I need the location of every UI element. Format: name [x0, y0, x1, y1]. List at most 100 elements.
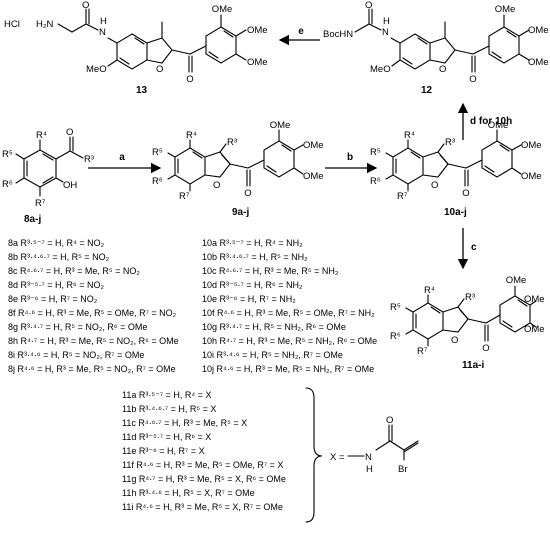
c12-meo: MeO	[370, 64, 391, 75]
c12-ome-top: OMe	[495, 4, 516, 15]
c8-r3: R³	[84, 154, 94, 165]
compound-13-structure	[57, 8, 247, 73]
c11-ome-top: OMe	[506, 275, 527, 286]
c13-nh-n: N	[99, 27, 106, 38]
list11-item: 11a R³·⁵⁻⁷ = H, R⁴ = X	[122, 390, 211, 400]
list8-item: 8i R³·⁴·⁶ = H, R⁵ = NO₂, R⁷ = OMe	[8, 350, 144, 360]
c13-carbonyl-o: O	[186, 74, 193, 85]
list11-item: 11g R⁴·⁷ = H, R³ = Me, R⁵ = X, R⁶ = OMe	[122, 474, 286, 484]
c10-r4: R⁴	[404, 130, 415, 141]
compound-13-label: 13	[136, 85, 148, 96]
list8-item: 8j R⁴·⁶ = H, R³ = Me, R⁵ = NO₂, R⁷ = OMe	[8, 364, 176, 374]
list11-item: 11d R³⁻⁵·⁷ = H, R⁶ = X	[122, 432, 211, 442]
c12-bochn: BocHN	[323, 29, 353, 40]
list11-item: 11h R³·⁴·⁶ = H, R⁵ = X, R⁷ = OMe	[122, 488, 255, 498]
c12-ome-bottom: OMe	[528, 57, 549, 68]
list11-item: 11e R³⁻⁶ = H, R⁷ = X	[122, 446, 205, 456]
c12-nh-h: H	[383, 16, 390, 27]
c13-amide-o: O	[82, 0, 89, 11]
list-11-substituents: 11a R³·⁵⁻⁷ = H, R⁴ = X 11b R³·⁴·⁶·⁷ = H,…	[122, 390, 286, 512]
compound-8-label: 8a-j	[24, 214, 41, 225]
c10-carbonyl-o: O	[462, 188, 469, 199]
c9-r3: R³	[227, 137, 237, 148]
c11-r6: R⁶	[390, 331, 401, 342]
c11-r3: R³	[465, 292, 475, 303]
compound-11-label: 11a-i	[462, 360, 484, 371]
c9-r7: R⁷	[179, 191, 190, 202]
c8-r5: R⁵	[2, 149, 13, 160]
c11-ring-o: O	[451, 335, 458, 346]
reagent-c: c	[471, 242, 477, 253]
list10-item: 10j R⁴·⁶ = H, R³ = Me, R⁵ = NH₂, R⁷ = OM…	[202, 364, 374, 374]
compound-8-structure	[15, 136, 84, 197]
list8-item: 8f R⁴·⁶ = H, R³ = Me, R⁵ = OMe, R⁷ = NO₂	[8, 308, 177, 318]
c10-ring-o: O	[431, 180, 438, 191]
c12-amide-o: O	[365, 0, 372, 11]
c9-carbonyl-o: O	[244, 188, 251, 199]
list10-item: 10c R⁴·⁶·⁷ = H, R³ = Me, R⁵ = NH₂	[202, 266, 339, 276]
list8-item: 8c R⁴·⁶·⁷ = H, R³ = Me, R⁵ = NO₂	[8, 266, 140, 276]
c9-ome-right: OMe	[303, 140, 324, 151]
list8-item: 8d R³⁻⁵·⁷ = H, R⁶ = NO₂	[8, 280, 104, 290]
c9-r4: R⁴	[186, 130, 197, 141]
c13-nh-h: H	[100, 16, 107, 27]
c10-r5: R⁵	[370, 147, 381, 158]
c10-ome-right: OMe	[521, 140, 542, 151]
c13-meo: MeO	[86, 64, 107, 75]
c9-r5: R⁵	[152, 147, 163, 158]
c9-r6: R⁶	[152, 176, 163, 187]
list11-item: 11i R⁴·⁶ = H, R³ = Me, R⁵ = X, R⁷ = OMe	[122, 502, 283, 512]
c10-ome-bottom: OMe	[521, 171, 542, 182]
list10-item: 10b R³·⁴·⁶·⁷ = H, R⁵ = NH₂	[202, 252, 308, 262]
reagent-d: d for 10h	[470, 116, 512, 127]
x-nh-h: H	[366, 464, 373, 475]
list11-item: 11b R³·⁴·⁶·⁷ = H, R⁵ = X	[122, 404, 216, 414]
x-acrylamide-structure	[347, 424, 419, 461]
compound-10-label: 10a-j	[444, 207, 467, 218]
list10-item: 10a R³·⁵⁻⁷ = H, R⁴ = NH₂	[202, 238, 303, 248]
c11-r7: R⁷	[417, 346, 428, 357]
c10-r3: R³	[445, 137, 455, 148]
list8-item: 8b R³·⁴·⁶·⁷ = H, R⁵ = NO₂	[8, 252, 110, 262]
list10-item: 10h R⁴·⁷ = H, R³ = Me, R⁵ = NH₂, R⁶ = OM…	[202, 336, 377, 346]
c10-ome-top: OMe	[488, 120, 509, 131]
c9-ring-o: O	[213, 180, 220, 191]
c12-ome-right: OMe	[528, 25, 549, 36]
c11-r5: R⁵	[390, 302, 401, 313]
x-br: Br	[398, 464, 408, 475]
c8-o: O	[66, 127, 73, 138]
c8-r6: R⁶	[2, 179, 13, 190]
list10-item: 10e R³⁻⁶ = H, R⁷ = NH₂	[202, 294, 296, 304]
x-definition: X =	[330, 452, 345, 463]
c8-r7: R⁷	[35, 198, 46, 209]
c8-oh: OH	[63, 180, 77, 191]
reagent-e: e	[298, 26, 304, 37]
compound-10-structure	[385, 129, 522, 192]
c11-carbonyl-o: O	[482, 343, 489, 354]
list8-item: 8g R³·⁴·⁷ = H, R⁵ = NO₂, R⁶ = OMe	[8, 322, 147, 332]
compound-11-structure	[405, 285, 537, 347]
c9-ome-top: OMe	[270, 120, 291, 131]
c12-carbonyl-o: O	[469, 74, 476, 85]
x-carbonyl-o: O	[386, 415, 393, 426]
compound-12-structure	[354, 8, 530, 73]
c13-hcl: HCl	[4, 19, 20, 30]
list11-item: 11f R⁴·⁶ = H, R³ = Me, R⁵ = OMe, R⁷ = X	[122, 460, 283, 470]
c13-ome-bottom: OMe	[247, 57, 268, 68]
compound-9-structure	[167, 129, 304, 192]
list10-item: 10d R³⁻⁵·⁷ = H, R⁶ = NH₂	[202, 280, 303, 290]
c13-ome-right: OMe	[247, 25, 268, 36]
c11-ome-bottom: OMe	[524, 324, 545, 335]
compound-12-label: 12	[421, 85, 433, 96]
reagent-b: b	[347, 152, 353, 163]
list10-item: 10g R³·⁴·⁷ = H, R⁵ = NH₂, R⁶ = OMe	[202, 322, 346, 332]
brace	[305, 387, 323, 523]
list11-item: 11c R⁴·⁶·⁷ = H, R³ = Me, R⁵ = X	[122, 418, 247, 428]
list10-item: 10i R³·⁴·⁶ = H, R⁵ = NH₂, R⁷ = OMe	[202, 350, 343, 360]
c11-r4: R⁴	[424, 285, 435, 296]
c10-r6: R⁶	[370, 176, 381, 187]
list10-item: 10f R⁴·⁶ = H, R³ = Me, R⁵ = OMe, R⁷ = NH…	[202, 308, 375, 318]
list8-item: 8e R³⁻⁶ = H, R⁷ = NO₂	[8, 294, 98, 304]
c8-r4: R⁴	[36, 130, 47, 141]
